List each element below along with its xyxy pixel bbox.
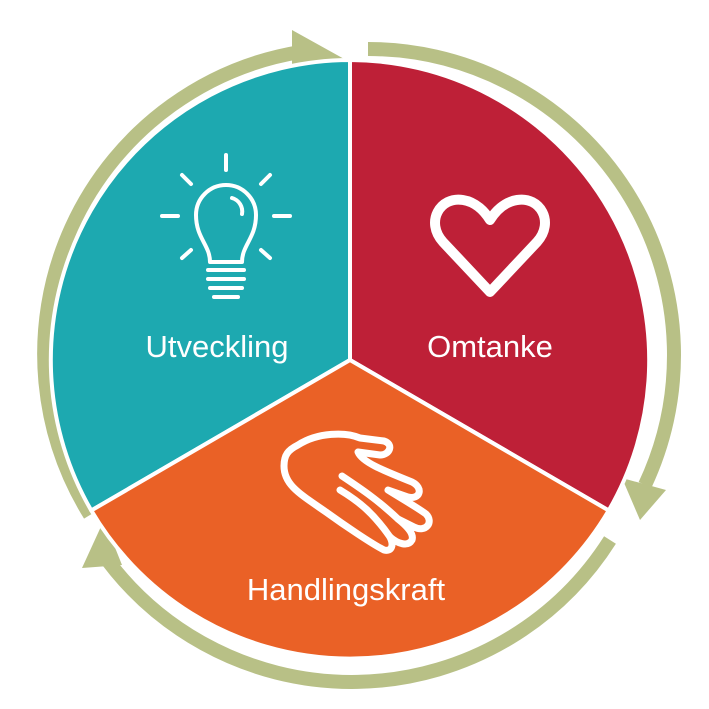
lightbulb-icon bbox=[160, 153, 292, 299]
arrowhead-bottom-left bbox=[82, 520, 122, 568]
heart-icon bbox=[430, 194, 550, 297]
hand-icon bbox=[280, 430, 433, 554]
pie bbox=[48, 58, 652, 661]
cycle-ring bbox=[37, 42, 681, 689]
ring-arc-bottom bbox=[94, 536, 616, 689]
label-handlingskraft: Handlingskraft bbox=[247, 572, 446, 607]
ring-arc-top-left bbox=[37, 45, 302, 519]
ring-arc-right bbox=[367, 42, 681, 488]
label-utveckling: Utveckling bbox=[146, 329, 289, 364]
arrowhead-right bbox=[622, 478, 666, 520]
segment-handlingskraft bbox=[89, 358, 611, 661]
segment-utveckling bbox=[48, 58, 352, 513]
label-omtanke: Omtanke bbox=[427, 329, 553, 364]
